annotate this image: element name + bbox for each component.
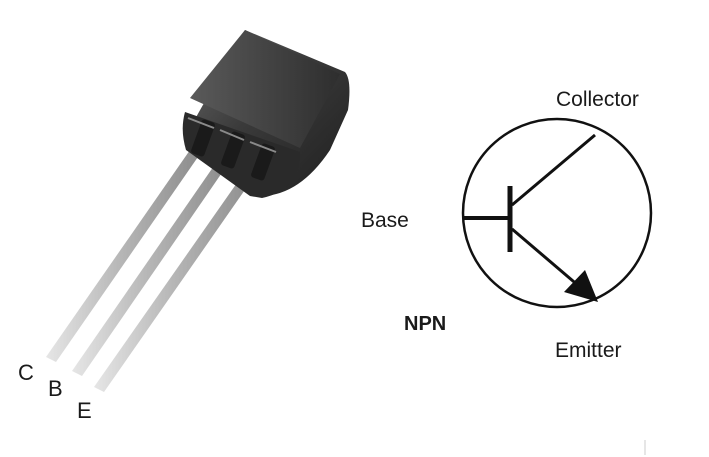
stub-base (221, 131, 245, 169)
lead-base (72, 160, 228, 376)
body-highlight (187, 117, 215, 129)
pin-label-b: B (48, 376, 63, 401)
base-label: Base (361, 209, 409, 232)
collector-label: Collector (556, 88, 639, 111)
transistor-leads (46, 150, 256, 392)
pin-label-e: E (77, 398, 92, 423)
npn-type-label: NPN (404, 313, 446, 335)
body-flat-face (190, 30, 340, 148)
body-highlight-3 (249, 141, 277, 153)
symbol-circle (461, 117, 653, 309)
body-highlight-2 (219, 129, 245, 141)
emitter-label: Emitter (555, 339, 622, 362)
lead-emitter (94, 170, 256, 392)
lead-collector (46, 150, 200, 362)
emitter-lead (511, 227, 581, 289)
stub-emitter (251, 143, 275, 181)
pin-label-c: C (18, 360, 34, 385)
emitter-arrow-icon (564, 270, 598, 302)
transistor-photo: C B E (18, 30, 350, 423)
transistor-body (182, 30, 350, 198)
stub-collector (191, 119, 215, 157)
collector-lead (511, 133, 596, 207)
npn-symbol: Collector Base Emitter NPN (361, 88, 653, 362)
